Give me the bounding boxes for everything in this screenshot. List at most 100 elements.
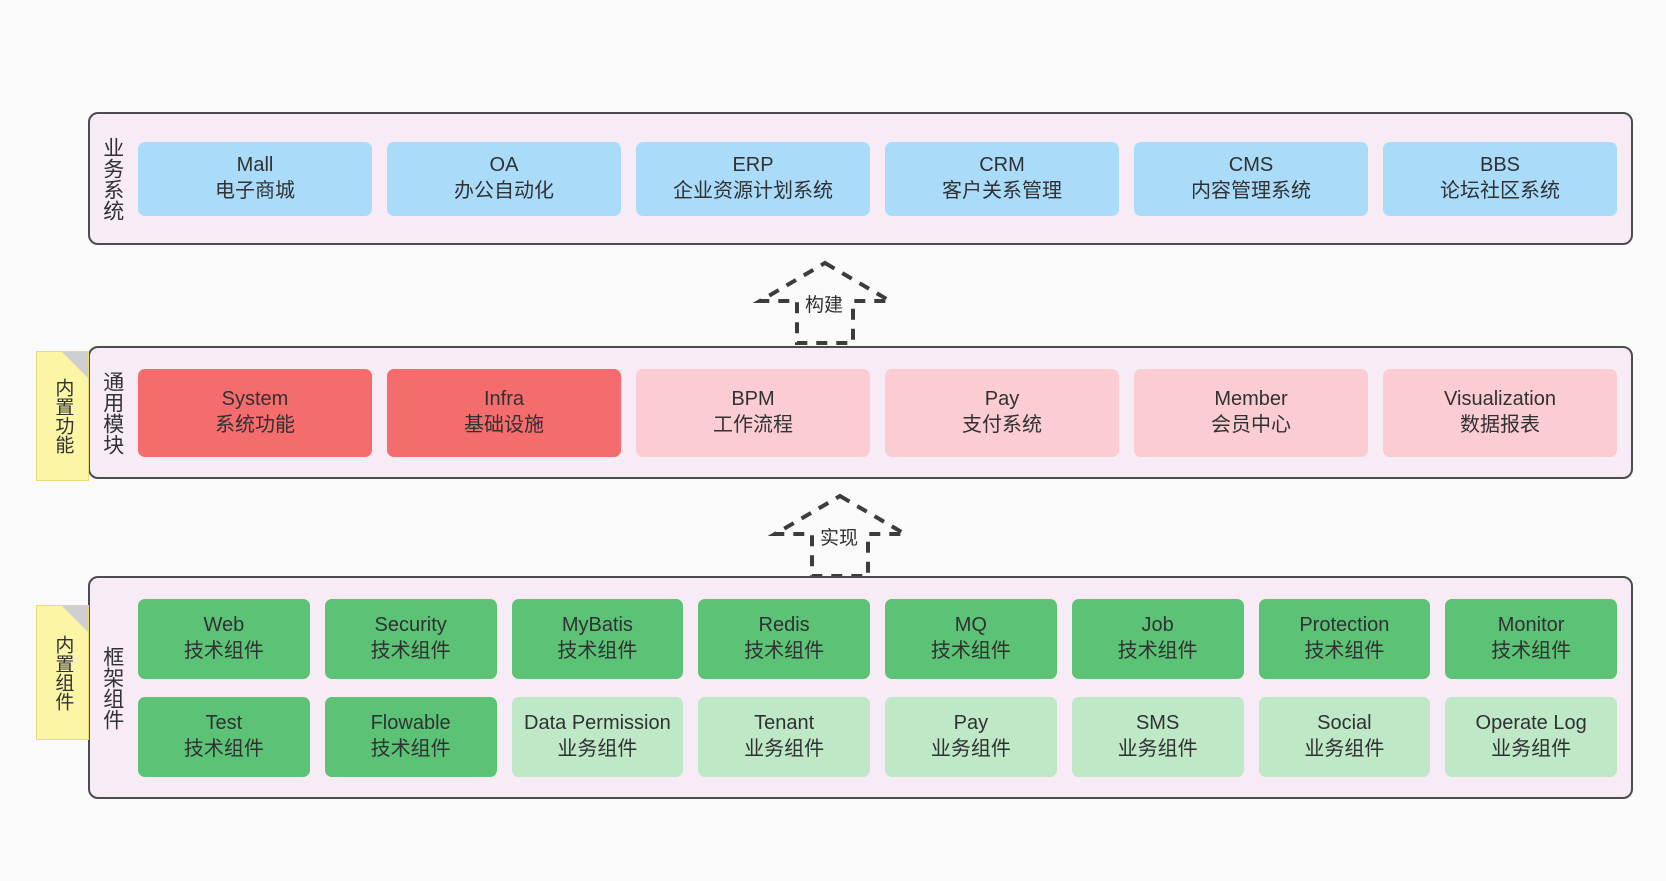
card-title: Data Permission <box>524 711 671 734</box>
layer-body-common-modules: System 系统功能 Infra 基础设施 BPM 工作流程 Pay 支付系统… <box>134 348 1631 477</box>
card-title: MyBatis <box>561 613 633 636</box>
card-title: Social <box>1317 711 1372 734</box>
card-subtitle: 业务组件 <box>1304 737 1385 760</box>
card-subtitle: 技术组件 <box>1304 639 1385 662</box>
card-title: Redis <box>758 613 810 636</box>
card-title: CRM <box>979 153 1025 176</box>
card-row: Web 技术组件 Security 技术组件 MyBatis 技术组件 Redi… <box>138 598 1617 679</box>
card-subtitle: 技术组件 <box>183 737 264 760</box>
card-title: Member <box>1214 387 1288 410</box>
card-mybatis[interactable]: MyBatis 技术组件 <box>511 598 684 679</box>
card-subtitle: 数据报表 <box>1460 413 1540 436</box>
card-data-permission[interactable]: Data Permission 业务组件 <box>511 696 684 777</box>
card-mq[interactable]: MQ 技术组件 <box>885 598 1057 679</box>
connector-build-arrow: 构建 <box>750 255 910 347</box>
card-crm[interactable]: CRM 客户关系管理 <box>885 141 1119 216</box>
card-subtitle: 技术组件 <box>370 737 451 760</box>
connector-implement-label: 实现 <box>818 528 861 549</box>
card-subtitle: 业务组件 <box>1117 737 1198 760</box>
card-title: Security <box>374 613 447 636</box>
card-subtitle: 客户关系管理 <box>942 179 1062 202</box>
card-title: Pay <box>953 711 989 734</box>
connector-implement-arrow: 实现 <box>765 488 925 580</box>
card-subtitle: 技术组件 <box>557 639 638 662</box>
layer-title-common-modules: 通用模块 <box>100 370 124 455</box>
card-subtitle: 技术组件 <box>1117 639 1198 662</box>
sticky-note-builtin-components: 内置组件 <box>36 605 89 740</box>
card-operate-log[interactable]: Operate Log 业务组件 <box>1445 696 1617 777</box>
card-subtitle: 系统功能 <box>215 413 295 436</box>
card-erp[interactable]: ERP 企业资源计划系统 <box>636 141 870 216</box>
card-subtitle: 业务组件 <box>930 737 1011 760</box>
sticky-note-builtin-functions: 内置功能 <box>36 351 89 481</box>
card-flowable[interactable]: Flowable 技术组件 <box>324 696 497 777</box>
card-subtitle: 基础设施 <box>464 413 544 436</box>
card-title: MQ <box>954 613 987 636</box>
card-subtitle: 会员中心 <box>1211 413 1291 436</box>
card-subtitle: 技术组件 <box>1491 639 1572 662</box>
card-job[interactable]: Job 技术组件 <box>1071 598 1244 679</box>
layer-body-framework-components: Web 技术组件 Security 技术组件 MyBatis 技术组件 Redi… <box>134 578 1631 797</box>
card-title: Operate Log <box>1475 711 1587 734</box>
card-tenant[interactable]: Tenant 业务组件 <box>698 696 870 777</box>
card-title: ERP <box>732 153 774 176</box>
card-pay-component[interactable]: Pay 业务组件 <box>885 696 1057 777</box>
card-title: CMS <box>1228 153 1274 176</box>
card-protection[interactable]: Protection 技术组件 <box>1258 598 1431 679</box>
card-title: OA <box>489 153 519 176</box>
layer-common-modules: 通用模块 System 系统功能 Infra 基础设施 BPM 工作流程 Pay… <box>88 346 1633 479</box>
card-title: SMS <box>1135 711 1180 734</box>
card-test[interactable]: Test 技术组件 <box>138 696 310 777</box>
card-subtitle: 支付系统 <box>962 413 1042 436</box>
card-pay-module[interactable]: Pay 支付系统 <box>885 368 1119 457</box>
connector-build-label: 构建 <box>803 295 846 316</box>
card-infra[interactable]: Infra 基础设施 <box>387 368 621 457</box>
card-social[interactable]: Social 业务组件 <box>1258 696 1431 777</box>
card-title: BBS <box>1479 153 1521 176</box>
card-redis[interactable]: Redis 技术组件 <box>698 598 870 679</box>
card-subtitle: 工作流程 <box>713 413 793 436</box>
card-title: Visualization <box>1444 387 1556 410</box>
card-subtitle: 办公自动化 <box>454 179 554 202</box>
layer-framework-components: 框架组件 Web 技术组件 Security 技术组件 MyBatis 技术组件… <box>88 576 1633 799</box>
card-title: Mall <box>236 153 274 176</box>
card-bpm[interactable]: BPM 工作流程 <box>636 368 870 457</box>
card-mall[interactable]: Mall 电子商城 <box>138 141 372 216</box>
card-subtitle: 业务组件 <box>1491 737 1572 760</box>
layer-business-systems: 业务系统 Mall 电子商城 OA 办公自动化 ERP 企业资源计划系统 CRM… <box>88 112 1633 245</box>
card-row: System 系统功能 Infra 基础设施 BPM 工作流程 Pay 支付系统… <box>138 368 1617 457</box>
card-cms[interactable]: CMS 内容管理系统 <box>1134 141 1368 216</box>
card-title: Test <box>205 711 243 734</box>
card-title: Flowable <box>370 711 451 734</box>
card-subtitle: 技术组件 <box>370 639 451 662</box>
card-title: Monitor <box>1497 613 1565 636</box>
card-title: Tenant <box>754 711 815 734</box>
card-subtitle: 技术组件 <box>183 639 264 662</box>
card-subtitle: 内容管理系统 <box>1191 179 1311 202</box>
card-subtitle: 技术组件 <box>744 639 825 662</box>
card-subtitle: 业务组件 <box>744 737 825 760</box>
card-web[interactable]: Web 技术组件 <box>138 598 310 679</box>
card-title: Pay <box>984 387 1020 410</box>
card-subtitle: 电子商城 <box>215 179 295 202</box>
card-row: Test 技术组件 Flowable 技术组件 Data Permission … <box>138 696 1617 777</box>
card-sms[interactable]: SMS 业务组件 <box>1071 696 1244 777</box>
card-visualization[interactable]: Visualization 数据报表 <box>1383 368 1617 457</box>
card-system[interactable]: System 系统功能 <box>138 368 372 457</box>
card-subtitle: 论坛社区系统 <box>1440 179 1560 202</box>
card-title: Protection <box>1299 613 1390 636</box>
card-subtitle: 企业资源计划系统 <box>673 179 833 202</box>
card-title: Web <box>203 613 245 636</box>
layer-title-business-systems: 业务系统 <box>100 136 124 221</box>
layer-body-business-systems: Mall 电子商城 OA 办公自动化 ERP 企业资源计划系统 CRM 客户关系… <box>134 114 1631 243</box>
card-title: Job <box>1141 613 1174 636</box>
card-oa[interactable]: OA 办公自动化 <box>387 141 621 216</box>
card-bbs[interactable]: BBS 论坛社区系统 <box>1383 141 1617 216</box>
card-member[interactable]: Member 会员中心 <box>1134 368 1368 457</box>
card-subtitle: 技术组件 <box>930 639 1011 662</box>
card-security[interactable]: Security 技术组件 <box>324 598 497 679</box>
card-row: Mall 电子商城 OA 办公自动化 ERP 企业资源计划系统 CRM 客户关系… <box>138 141 1617 216</box>
card-title: System <box>221 387 289 410</box>
card-monitor[interactable]: Monitor 技术组件 <box>1445 598 1617 679</box>
